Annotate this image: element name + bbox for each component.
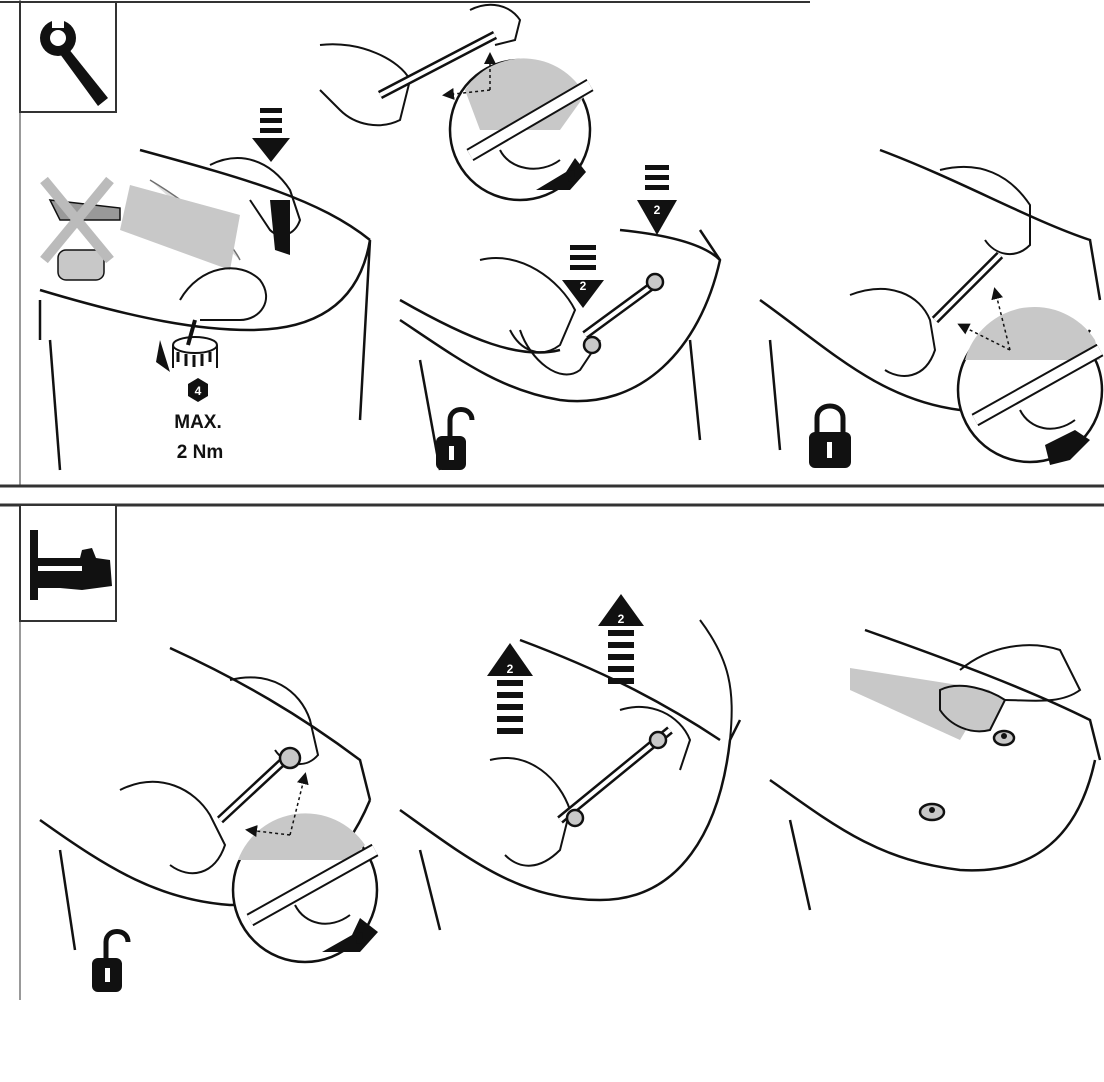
step-remove-2: 2 2 xyxy=(399,594,742,931)
press-down-arrow-b: 2 xyxy=(637,165,677,235)
rotate-arrow xyxy=(1045,430,1090,465)
torque-badge-icon xyxy=(188,378,208,402)
press-label-b: 2 xyxy=(654,203,661,217)
wrench-icon xyxy=(40,18,108,106)
press-down-arrow-a: 2 xyxy=(562,245,604,308)
lift-label-b: 2 xyxy=(618,612,625,626)
lift-up-arrow-b: 2 xyxy=(598,594,644,684)
unlock-icon xyxy=(92,929,131,992)
section-removal-header xyxy=(19,504,117,622)
torque-value-label: 2 Nm xyxy=(177,442,223,463)
press-label-a: 2 xyxy=(580,279,587,293)
torque-spec: 4 MAX. 2 Nm xyxy=(174,378,223,463)
torque-dial-icon xyxy=(156,336,218,372)
rotate-label: 1 xyxy=(569,169,576,183)
lift-up-arrow-a: 2 xyxy=(487,643,533,734)
rotate-arrow xyxy=(322,918,378,952)
step-install-3 xyxy=(759,148,1104,465)
drill-crossed-out-icon xyxy=(40,176,121,281)
rotate-label: 1 xyxy=(357,931,364,945)
step-install-2: 1 2 2 xyxy=(319,3,722,471)
step-install-1 xyxy=(38,108,372,471)
cloth-icon xyxy=(939,684,1007,733)
step-remove-3 xyxy=(769,628,1102,911)
rotate-arrow xyxy=(536,158,586,190)
detail-magnifier: 1 xyxy=(442,52,594,202)
pointing-hand-icon xyxy=(30,530,112,600)
section-installation-header xyxy=(19,1,117,113)
torque-max-label: MAX. xyxy=(174,412,222,433)
lift-label-a: 2 xyxy=(507,662,514,676)
press-down-arrow xyxy=(252,108,290,162)
unlock-icon xyxy=(436,407,475,470)
detail-magnifier xyxy=(956,287,1104,465)
step-remove-1: 1 xyxy=(39,646,379,964)
torque-badge-label: 4 xyxy=(195,384,202,398)
lock-icon xyxy=(809,403,851,468)
detail-magnifier: 1 xyxy=(231,772,379,964)
